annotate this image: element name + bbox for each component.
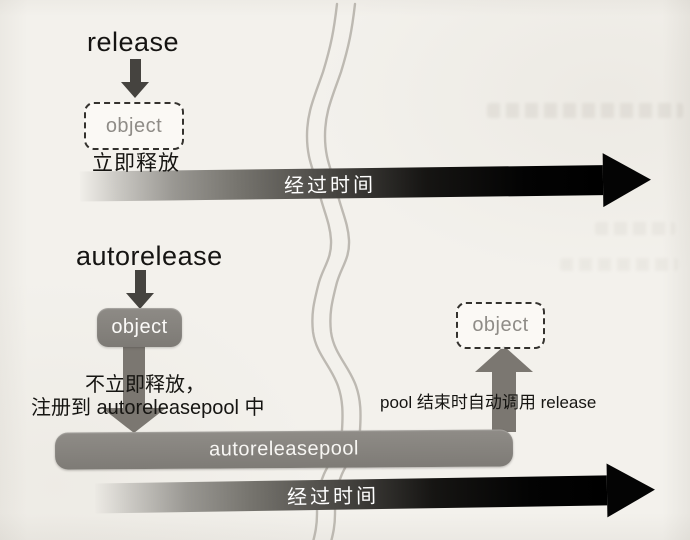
pool-release-arrow-shaft (492, 372, 516, 432)
autoreleased-object-box: object (97, 308, 182, 347)
autoreleasepool-bar: autoreleasepool (54, 429, 514, 470)
release-title: release (87, 27, 180, 57)
pool-release-arrowhead-icon (475, 346, 533, 372)
page-bleedthrough-decoration (487, 103, 683, 118)
elapsed-time-arrow-bottom: 经过时间 (94, 462, 666, 527)
released-object-box: object (84, 102, 184, 150)
release-down-arrow-icon (120, 59, 150, 98)
register-to-pool-arrow-shaft (123, 346, 145, 408)
autorelease-title: autorelease (76, 241, 223, 271)
elapsed-time-label-top: 经过时间 (283, 174, 377, 198)
autoreleased-object-label: object (111, 316, 168, 338)
page-bleedthrough-decoration (595, 222, 675, 235)
timeline-arrowhead-icon (606, 462, 656, 518)
autorelease-caption-line1: 不立即释放， (85, 374, 205, 396)
autoreleasepool-label: autoreleasepool (208, 437, 359, 461)
autorelease-down-arrow-icon (125, 270, 155, 309)
release-caption: 立即释放 (92, 152, 180, 175)
elapsed-time-label-bottom: 经过时间 (286, 485, 380, 509)
released-object-label: object (105, 114, 163, 137)
page-bleedthrough-decoration (560, 258, 678, 271)
pool-released-object-box: object (456, 302, 545, 349)
register-to-pool-arrowhead-icon (102, 408, 166, 433)
autorelease-caption-line2: 注册到 autoreleasepool 中 (31, 397, 265, 419)
timeline-arrowhead-icon (602, 152, 652, 208)
pool-released-object-label: object (472, 314, 529, 336)
pool-release-note: pool 结束时自动调用 release (380, 393, 597, 412)
